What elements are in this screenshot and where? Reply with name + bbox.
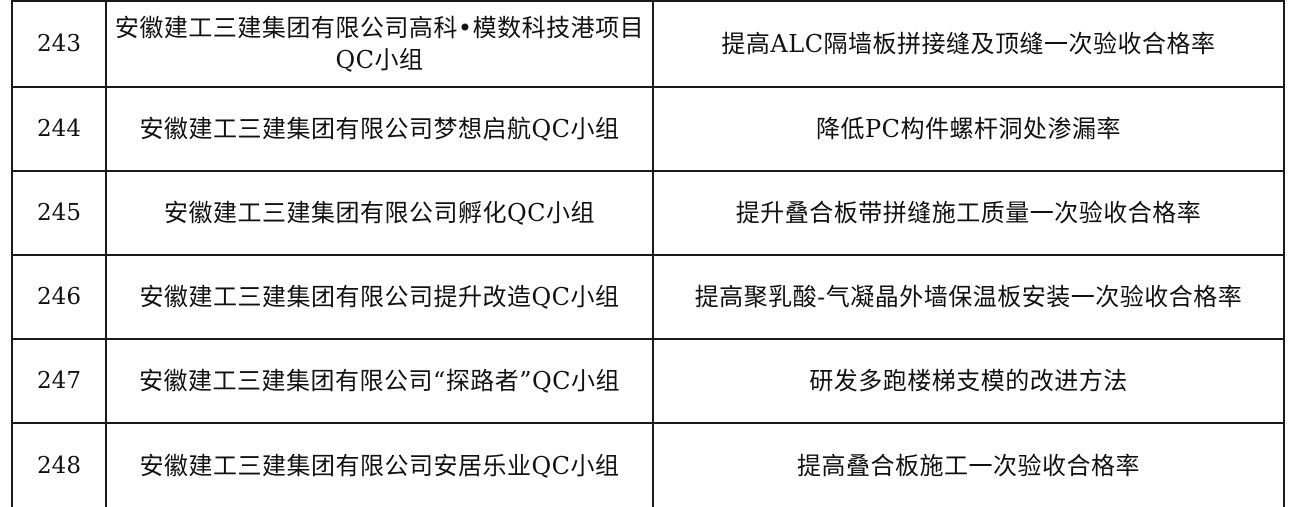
table-row: 243 安徽建工三建集团有限公司高科•模数科技港项目QC小组 提高ALC隔墙板拼… (11, 0, 1285, 88)
qc-results-table: 243 安徽建工三建集团有限公司高科•模数科技港项目QC小组 提高ALC隔墙板拼… (11, 0, 1285, 507)
unit-name: 安徽建工三建集团有限公司高科•模数科技港项目QC小组 (105, 0, 654, 88)
row-number: 247 (11, 338, 107, 424)
table-row: 244 安徽建工三建集团有限公司梦想启航QC小组 降低PC构件螺杆洞处渗漏率 (11, 86, 1285, 172)
qc-results-table-sheet: 243 安徽建工三建集团有限公司高科•模数科技港项目QC小组 提高ALC隔墙板拼… (11, 0, 1285, 507)
unit-name: 安徽建工三建集团有限公司孵化QC小组 (105, 170, 654, 256)
table-row: 248 安徽建工三建集团有限公司安居乐业QC小组 提高叠合板施工一次验收合格率 (11, 422, 1285, 507)
topic-title: 提高聚乳酸-气凝晶外墙保温板安装一次验收合格率 (652, 254, 1285, 340)
row-number: 246 (11, 254, 107, 340)
row-number: 245 (11, 170, 107, 256)
unit-name: 安徽建工三建集团有限公司安居乐业QC小组 (105, 422, 654, 507)
topic-title: 提升叠合板带拼缝施工质量一次验收合格率 (652, 170, 1285, 256)
topic-title: 提高叠合板施工一次验收合格率 (652, 422, 1285, 507)
row-number: 243 (11, 0, 107, 88)
topic-title: 提高ALC隔墙板拼接缝及顶缝一次验收合格率 (652, 0, 1285, 88)
unit-name: 安徽建工三建集团有限公司梦想启航QC小组 (105, 86, 654, 172)
table-row: 245 安徽建工三建集团有限公司孵化QC小组 提升叠合板带拼缝施工质量一次验收合… (11, 170, 1285, 256)
table-row: 247 安徽建工三建集团有限公司“探路者”QC小组 研发多跑楼梯支模的改进方法 (11, 338, 1285, 424)
unit-name: 安徽建工三建集团有限公司“探路者”QC小组 (105, 338, 654, 424)
row-number: 244 (11, 86, 107, 172)
row-number: 248 (11, 422, 107, 507)
topic-title: 降低PC构件螺杆洞处渗漏率 (652, 86, 1285, 172)
unit-name: 安徽建工三建集团有限公司提升改造QC小组 (105, 254, 654, 340)
table-row: 246 安徽建工三建集团有限公司提升改造QC小组 提高聚乳酸-气凝晶外墙保温板安… (11, 254, 1285, 340)
topic-title: 研发多跑楼梯支模的改进方法 (652, 338, 1285, 424)
